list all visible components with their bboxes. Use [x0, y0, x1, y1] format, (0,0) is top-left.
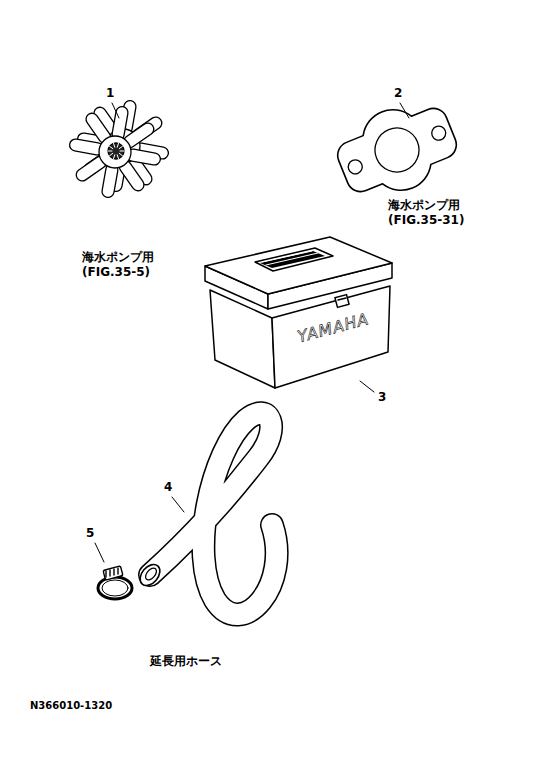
- hose-clamp: [98, 566, 132, 599]
- hose-caption: 延長用ホース: [150, 654, 222, 669]
- callout-number: 5: [86, 526, 94, 541]
- callout-number: 3: [378, 390, 386, 405]
- extension-hose: [136, 413, 276, 614]
- tool-box: [205, 237, 392, 388]
- part-note: 海水ポンプ用 (FIG.35-5): [82, 250, 172, 280]
- callout-number: 2: [394, 86, 402, 101]
- gasket: [328, 90, 466, 210]
- leader-lines: [95, 103, 409, 562]
- callout-number: 4: [164, 480, 172, 495]
- impeller: [69, 100, 170, 199]
- callout-number: 1: [106, 86, 114, 101]
- drawing-code: N366010-1320: [30, 698, 112, 713]
- part-note: 海水ポンプ用 (FIG.35-31): [388, 198, 484, 228]
